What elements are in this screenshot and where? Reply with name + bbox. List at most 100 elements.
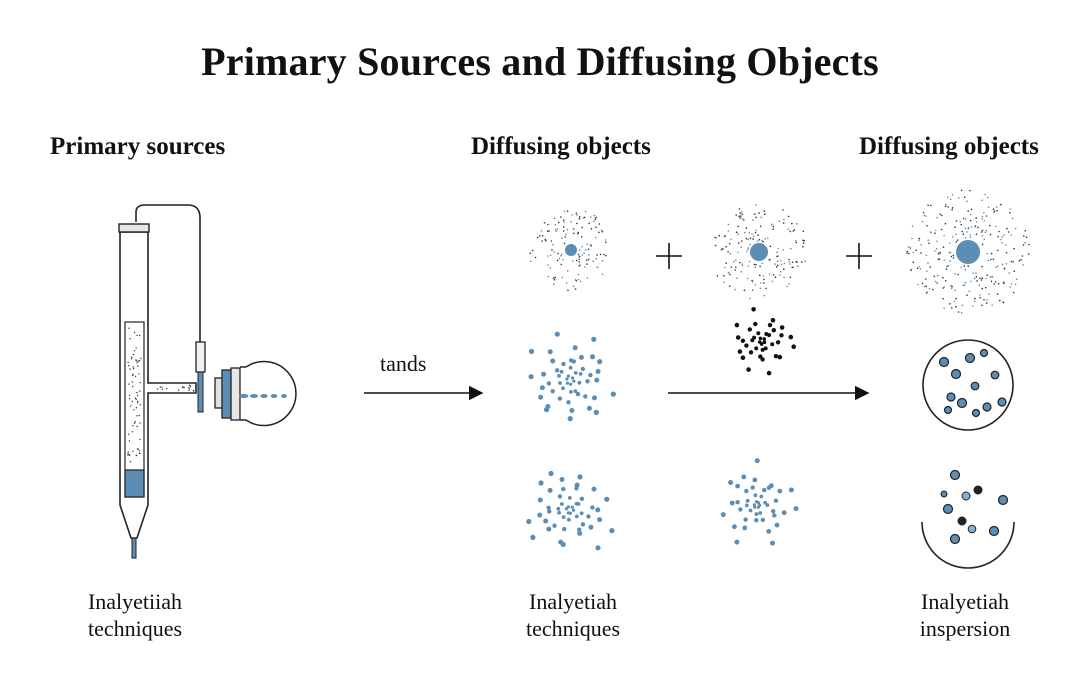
- particle: [136, 362, 138, 364]
- particle: [567, 517, 571, 522]
- particle: [762, 240, 764, 243]
- particle: [930, 204, 932, 207]
- particle: [582, 217, 585, 219]
- caption-left: Inalyetiiah techniques: [70, 588, 200, 642]
- particle: [578, 217, 581, 220]
- particle: [730, 266, 732, 268]
- particle: [751, 233, 753, 235]
- particle: [928, 242, 930, 244]
- particle: [594, 218, 597, 220]
- particle: [789, 263, 791, 265]
- particle: [989, 233, 992, 236]
- particle: [979, 296, 981, 299]
- particle: [996, 293, 999, 295]
- particle: [743, 517, 748, 522]
- particle: [762, 487, 767, 493]
- particle: [137, 402, 139, 404]
- particle: [975, 221, 978, 223]
- particle: [951, 208, 953, 211]
- particle: [918, 237, 921, 240]
- particle: [927, 262, 929, 264]
- particle: [1003, 234, 1005, 237]
- particle: [957, 273, 959, 276]
- particle: [557, 396, 563, 401]
- diffuse-halo-large: [906, 189, 1030, 314]
- caption-middle: Inalyetiah techniques: [508, 588, 638, 642]
- particle: [795, 260, 798, 263]
- particle: [753, 321, 758, 327]
- particle: [960, 266, 962, 269]
- particle: [990, 252, 993, 255]
- particle: [960, 223, 962, 226]
- particle: [578, 354, 584, 360]
- particle: [963, 284, 966, 287]
- particle: [950, 287, 953, 290]
- particle: [1010, 234, 1012, 236]
- page-title: Primary Sources and Diffusing Objects: [201, 39, 879, 84]
- particle: [742, 525, 748, 531]
- particle: [552, 523, 557, 528]
- particle: [543, 407, 550, 413]
- particle: [991, 304, 993, 307]
- particle: [724, 266, 726, 269]
- particle: [986, 196, 989, 199]
- particle: [802, 242, 805, 244]
- particle: [734, 539, 740, 545]
- particle: [574, 514, 579, 519]
- particle: [567, 289, 569, 292]
- particle: [984, 193, 986, 196]
- particle: [575, 259, 578, 262]
- particle: [560, 255, 562, 257]
- particle: [916, 267, 919, 270]
- particle: [130, 358, 133, 360]
- particle: [951, 285, 953, 288]
- particle: [951, 207, 954, 209]
- particle: [737, 225, 739, 228]
- particle: [735, 259, 737, 261]
- particle: [1015, 278, 1018, 281]
- particle: [578, 258, 580, 261]
- particle: [954, 289, 956, 292]
- particle: [580, 522, 586, 527]
- particle: [597, 517, 603, 523]
- particle: [996, 209, 998, 212]
- particle: [566, 400, 571, 405]
- diffuse-halo-small: [529, 210, 607, 292]
- particle: [906, 252, 908, 254]
- particle: [571, 260, 574, 263]
- particle: [936, 274, 939, 277]
- particle: [593, 214, 596, 217]
- particle: [934, 250, 936, 252]
- particle: [788, 260, 791, 263]
- particle: [136, 400, 139, 403]
- particle: [1009, 212, 1011, 214]
- particle: [981, 229, 984, 232]
- particle: [769, 245, 772, 248]
- particle: [585, 259, 588, 261]
- particle: [975, 233, 978, 235]
- particle: [943, 259, 946, 262]
- particle: [139, 422, 141, 424]
- particle: [757, 501, 761, 505]
- particle: [590, 354, 595, 360]
- particle: [572, 345, 578, 351]
- primary-source-apparatus: [118, 204, 297, 559]
- particle: [783, 218, 785, 221]
- particle: [548, 470, 554, 477]
- particle: [546, 381, 552, 386]
- sample-bowl: [921, 469, 1015, 569]
- particle: [755, 229, 757, 232]
- particle: [554, 331, 560, 337]
- particle: [562, 258, 564, 261]
- particle: [137, 365, 139, 367]
- particle: [578, 372, 583, 376]
- particle: [779, 259, 782, 262]
- particle: [767, 322, 773, 328]
- particle: [736, 231, 738, 234]
- particle: [727, 223, 730, 226]
- particle: [758, 511, 763, 515]
- particle: [942, 276, 944, 279]
- particle: [566, 210, 569, 212]
- particle: [955, 305, 957, 308]
- particle: [974, 277, 976, 280]
